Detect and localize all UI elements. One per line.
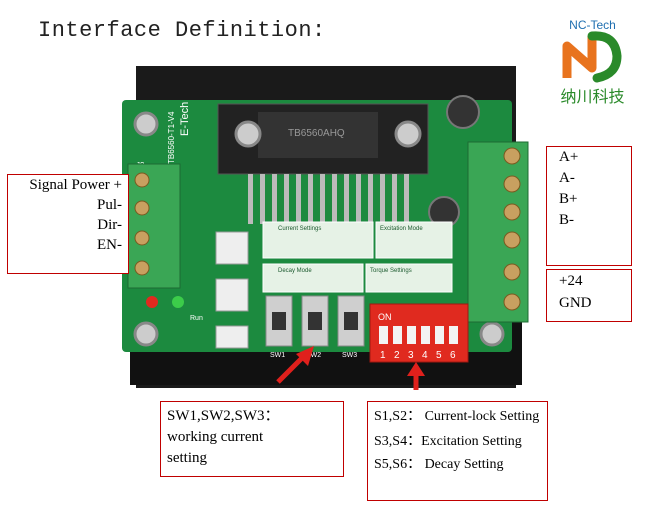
dip-number-4: 4 (422, 350, 428, 361)
terminal-block-right (467, 141, 529, 323)
signal-dir-label: Dir- (97, 217, 122, 233)
motor-a-plus-label: A+ (559, 149, 579, 165)
logo-mark-icon (562, 31, 622, 83)
s12-setting: S1,S2： Current-lock Setting (374, 409, 540, 424)
signal-power-label: Signal Power + (29, 177, 122, 193)
sw3-label: SW3 (342, 352, 357, 359)
driver-board-photo: TB6560AHQ E-Tech TB6560-T1-V4 J3 J2 Curr… (122, 66, 529, 390)
logo-chinese-name: 纳川科技 (560, 87, 625, 106)
sw1-label: SW1 (270, 352, 285, 359)
led-green (172, 296, 184, 308)
capacitor-c2 (446, 95, 480, 129)
callout-s-settings: S1,S2： Current-lock Setting S3,S4：Excita… (367, 401, 548, 501)
chip-label: TB6560AHQ (288, 128, 345, 139)
sw-line-1: SW1,SW2,SW3： (167, 408, 280, 424)
motor-b-plus-label: B+ (559, 191, 578, 207)
dip-number-5: 5 (436, 350, 442, 361)
run-label: Run (190, 315, 203, 322)
motor-b-minus-label: B- (559, 212, 574, 228)
dip-number-6: 6 (450, 350, 456, 361)
optocoupler-3 (215, 325, 249, 349)
sw2-label: SW2 (306, 352, 321, 359)
sw-line-2: working current (167, 429, 264, 445)
motor-a-minus-label: A- (559, 170, 575, 186)
power-gnd-label: GND (559, 295, 592, 311)
table-title-torque: Torque Settings (370, 268, 412, 274)
settings-tables: Current Settings Excitation Mode Decay M… (262, 221, 453, 293)
dip-number-2: 2 (394, 350, 400, 361)
sw-line-3: setting (167, 450, 207, 466)
model-label: TB6560-T1-V4 (167, 111, 176, 164)
optocoupler-1 (215, 231, 249, 265)
optocoupler-2 (215, 278, 249, 312)
power-24v-label: +24 (559, 273, 583, 289)
dip-number-1: 1 (380, 350, 386, 361)
table-title-excitation: Excitation Mode (380, 226, 423, 232)
s34-setting: S3,S4：Excitation Setting (374, 434, 522, 449)
dip-number-3: 3 (408, 350, 414, 361)
signal-pul-label: Pul- (96, 197, 122, 213)
s56-setting: S5,S6： Decay Setting (374, 457, 504, 472)
nc-tech-logo: NC-Tech 纳川科技 (545, 18, 640, 108)
callout-sw-settings: SW1,SW2,SW3： working current setting (160, 401, 344, 477)
chip-pins (248, 174, 409, 224)
table-title-decay: Decay Mode (278, 268, 312, 274)
table-title-current: Current Settings (278, 226, 321, 232)
callout-signal-terminals: Signal Power + Pul- Dir- EN- (7, 174, 129, 274)
signal-en-label: EN- (97, 237, 122, 253)
callout-motor-terminals: A+ A- B+ B- (546, 146, 632, 266)
callout-arrows (276, 346, 425, 390)
logo-brand-text: NC-Tech (569, 18, 616, 32)
dip-on-label: ON (378, 312, 392, 322)
callout-power-terminals: +24 GND (546, 269, 632, 322)
brand-label: E-Tech (179, 102, 191, 136)
led-red (146, 296, 158, 308)
page-title: Interface Definition: (38, 18, 326, 43)
